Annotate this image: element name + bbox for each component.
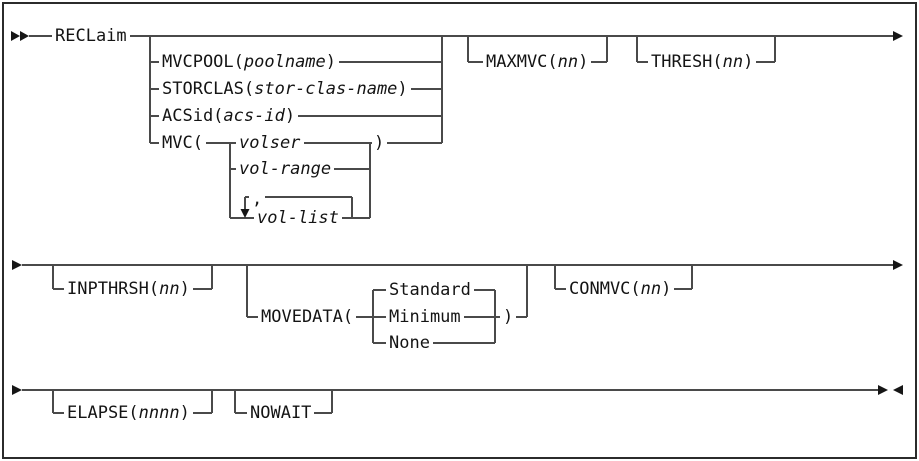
mvcpool-keyword: MVCPOOL(: [162, 52, 244, 72]
param-storclas: STORCLAS(stor-clas-name): [162, 79, 408, 99]
thresh-keyword: THRESH(: [651, 52, 723, 72]
repeat-loop-arrow-icon: [240, 209, 250, 218]
param-thresh: THRESH(nn): [651, 52, 753, 72]
param-acsid: ACSid(acs-id): [162, 106, 295, 126]
maxmvc-variable: nn: [558, 52, 578, 72]
close-paren: ): [326, 52, 336, 72]
rail-row1: [29, 35, 893, 219]
movedata-choice-none: None: [389, 333, 430, 353]
movedata-keyword: MOVEDATA(: [261, 307, 353, 327]
mvc-close-paren: ): [374, 133, 384, 153]
mvc-choice-vol-list: vol-list: [257, 208, 339, 228]
row3-start-arrow-icon: [12, 385, 22, 395]
close-paren: ): [578, 52, 588, 72]
maxmvc-keyword: MAXMVC(: [486, 52, 558, 72]
rail-row2: [22, 264, 893, 344]
row2-start-arrow-icon: [12, 260, 22, 270]
row2-continue-arrow-icon: [893, 260, 903, 270]
close-paren: ): [661, 279, 671, 299]
close-paren: ): [743, 52, 753, 72]
param-inpthrsh: INPTHRSH(nn): [67, 279, 190, 299]
mvcpool-variable: poolname: [243, 52, 326, 72]
row1-continue-arrow-icon: [893, 31, 903, 41]
param-nowait: NOWAIT: [250, 403, 311, 423]
close-paren: ): [397, 79, 407, 99]
close-paren: ): [285, 106, 295, 126]
conmvc-keyword: CONMVC(: [569, 279, 641, 299]
repeat-separator-comma: ,: [252, 189, 262, 209]
param-elapse: ELAPSE(nnnn): [67, 403, 190, 423]
thresh-variable: nn: [723, 52, 743, 72]
param-conmvc: CONMVC(nn): [569, 279, 671, 299]
storclas-keyword: STORCLAS(: [162, 79, 254, 99]
mvc-keyword: MVC(: [162, 133, 203, 153]
storclas-variable: stor-clas-name: [254, 79, 397, 99]
close-paren: ): [180, 279, 190, 299]
movedata-choice-standard: Standard: [389, 280, 471, 300]
acsid-variable: acs-id: [223, 106, 285, 126]
conmvc-variable: nn: [641, 279, 661, 299]
close-paren: ): [180, 403, 190, 423]
elapse-keyword: ELAPSE(: [67, 403, 139, 423]
command-keyword: RECLaim: [55, 26, 127, 46]
param-maxmvc: MAXMVC(nn): [486, 52, 588, 72]
inpthrsh-keyword: INPTHRSH(: [67, 279, 159, 299]
movedata-close-paren: ): [503, 307, 513, 327]
label-masks: [52, 27, 756, 422]
elapse-variable: nnnn: [139, 403, 180, 423]
mvc-choice-vol-range: vol-range: [239, 159, 331, 179]
mvc-choice-volser: volser: [239, 133, 301, 153]
syntax-end-icon: [878, 385, 903, 395]
syntax-start-icon: [11, 31, 29, 41]
inpthrsh-variable: nn: [159, 279, 179, 299]
acsid-keyword: ACSid(: [162, 106, 223, 126]
param-mvcpool: MVCPOOL(poolname): [162, 52, 336, 72]
movedata-choice-minimum: Minimum: [389, 307, 461, 327]
